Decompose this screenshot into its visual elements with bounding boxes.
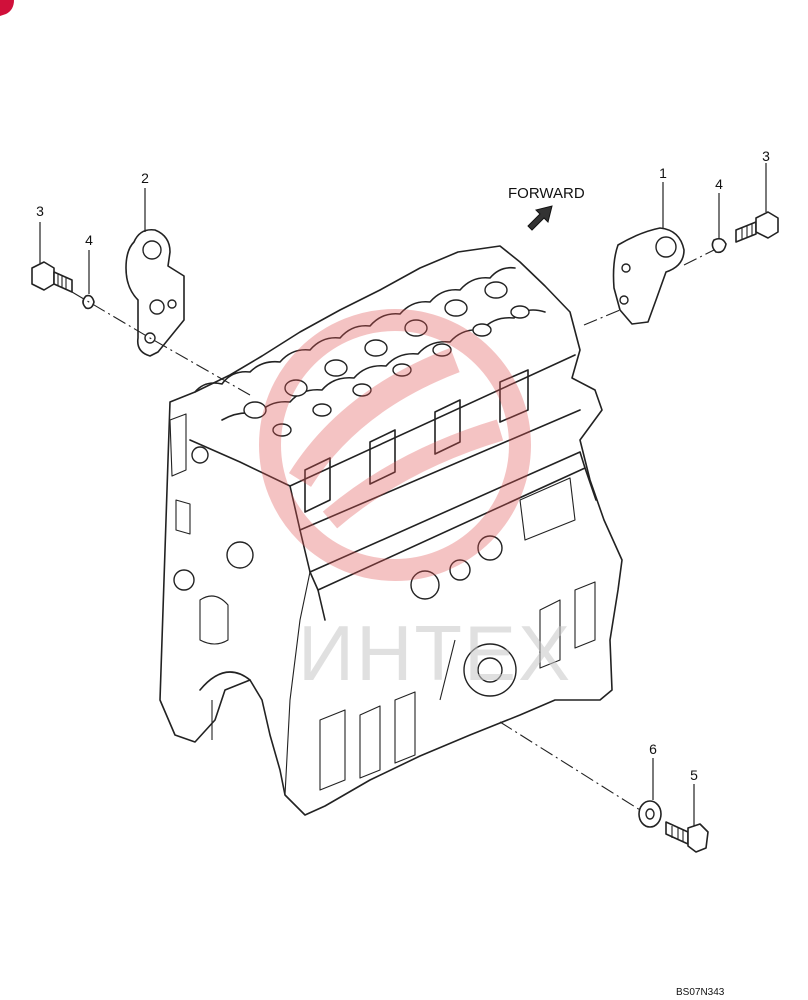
callout-lower-washer: 6 xyxy=(649,741,657,757)
corner-mark-icon xyxy=(0,0,14,16)
lower-bolt xyxy=(665,821,709,853)
forward-label: FORWARD xyxy=(508,185,585,202)
callout-lower-bolt: 5 xyxy=(690,767,698,783)
watermark-logo xyxy=(259,309,531,581)
callout-right-washer: 4 xyxy=(715,176,723,192)
block-front-openings xyxy=(173,446,517,697)
head-ports xyxy=(243,281,530,437)
left-bolt xyxy=(31,261,73,293)
callout-left-bolt: 3 xyxy=(36,203,44,219)
forward-arrow-icon xyxy=(527,205,553,231)
callout-right-bolt: 3 xyxy=(762,148,770,164)
right-bolt xyxy=(735,211,779,243)
right-bracket xyxy=(612,227,685,325)
watermark-text: ИНТЕХ xyxy=(298,609,572,697)
callout-left-washer: 4 xyxy=(85,232,93,248)
callout-right-bracket: 1 xyxy=(659,165,667,181)
lower-washer xyxy=(638,800,662,828)
assembly-centerlines xyxy=(71,249,715,811)
callout-left-bracket: 2 xyxy=(141,170,149,186)
leader-lines xyxy=(39,163,767,826)
left-bracket xyxy=(125,228,185,357)
right-washer xyxy=(711,237,727,254)
manifold-ports xyxy=(304,369,529,513)
drawing-code: BS07N343 xyxy=(676,987,725,998)
engine-block xyxy=(159,245,623,816)
